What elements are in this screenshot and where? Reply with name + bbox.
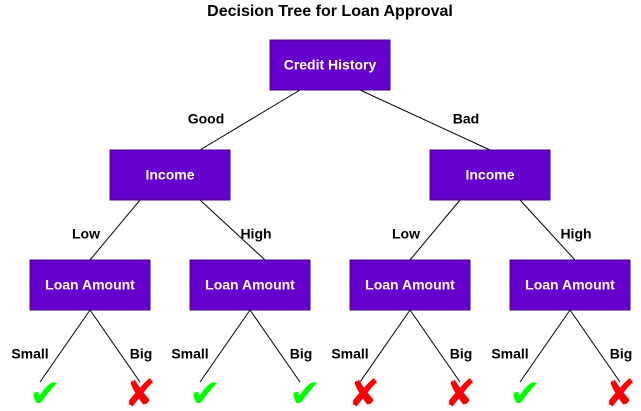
node-box-loan-bad-high <box>509 259 631 311</box>
node-label-income: Income <box>145 167 194 183</box>
edge-label-small: Small <box>11 346 48 362</box>
node-label-loan-amount: Loan Amount <box>205 277 295 293</box>
edge-label-small: Small <box>171 346 208 362</box>
node-loan-good-high: Loan Amount <box>189 259 311 311</box>
node-box-loan-good-high <box>189 259 311 311</box>
cross-icon: ✘ <box>124 372 156 411</box>
edge-label-small: Small <box>331 346 368 362</box>
node-label-income: Income <box>465 167 514 183</box>
edge-line-root-to-income-good <box>199 89 301 151</box>
cross-icon: ✘ <box>444 372 476 411</box>
edge-label-big: Big <box>450 346 473 362</box>
checkmark-icon: ✔ <box>509 372 541 411</box>
node-income-good: Income <box>109 149 231 201</box>
checkmark-icon: ✔ <box>189 372 221 411</box>
diagram-title: Decision Tree for Loan Approval <box>207 3 453 20</box>
edges-layer <box>39 89 621 383</box>
node-label-loan-amount: Loan Amount <box>525 277 615 293</box>
edge-line-loan-bad-low-to-out-5 <box>359 309 411 383</box>
edge-line-loan-good-low-to-out-2 <box>89 309 141 383</box>
cross-icon: ✘ <box>348 372 380 411</box>
edge-label-big: Big <box>290 346 313 362</box>
edge-line-income-bad-to-loan-bad-high <box>519 199 576 261</box>
edge-label-big: Big <box>610 346 633 362</box>
edge-label-big: Big <box>130 346 153 362</box>
checkmark-icon: ✔ <box>289 372 321 411</box>
edge-label-low: Low <box>72 226 100 242</box>
edge-line-income-good-to-loan-good-high <box>199 199 266 261</box>
node-root: Credit History <box>269 39 391 91</box>
edge-label-high: High <box>560 226 591 242</box>
node-box-root <box>269 39 391 91</box>
node-income-bad: Income <box>429 149 551 201</box>
edge-line-loan-good-high-to-out-3 <box>199 309 251 383</box>
node-box-loan-good-low <box>29 259 151 311</box>
edge-line-loan-good-high-to-out-4 <box>249 309 301 383</box>
node-label-loan-amount: Loan Amount <box>45 277 135 293</box>
edge-line-income-good-to-loan-good-low <box>89 199 141 261</box>
edge-line-loan-bad-low-to-out-6 <box>409 309 461 383</box>
edge-line-loan-bad-high-to-out-8 <box>569 309 621 383</box>
node-label-loan-amount: Loan Amount <box>365 277 455 293</box>
node-loan-good-low: Loan Amount <box>29 259 151 311</box>
edge-line-loan-bad-high-to-out-7 <box>519 309 571 383</box>
edge-label-low: Low <box>392 226 420 242</box>
outcomes-layer: ✔ ✘ ✔ ✔ ✘ ✘ ✔ ✘ <box>29 372 636 411</box>
checkmark-icon: ✔ <box>29 372 61 411</box>
node-loan-bad-low: Loan Amount <box>349 259 471 311</box>
edge-label-good: Good <box>188 111 225 127</box>
node-box-income-bad <box>429 149 551 201</box>
node-box-loan-bad-low <box>349 259 471 311</box>
node-box-income-good <box>109 149 231 201</box>
cross-icon: ✘ <box>604 372 636 411</box>
edge-line-loan-good-low-to-out-1 <box>39 309 91 383</box>
node-label-credit-history: Credit History <box>284 57 377 73</box>
edge-label-small: Small <box>491 346 528 362</box>
edge-line-root-to-income-bad <box>359 89 491 151</box>
edge-label-bad: Bad <box>453 111 479 127</box>
edge-label-high: High <box>240 226 271 242</box>
edge-line-income-bad-to-loan-bad-low <box>409 199 461 261</box>
node-loan-bad-high: Loan Amount <box>509 259 631 311</box>
